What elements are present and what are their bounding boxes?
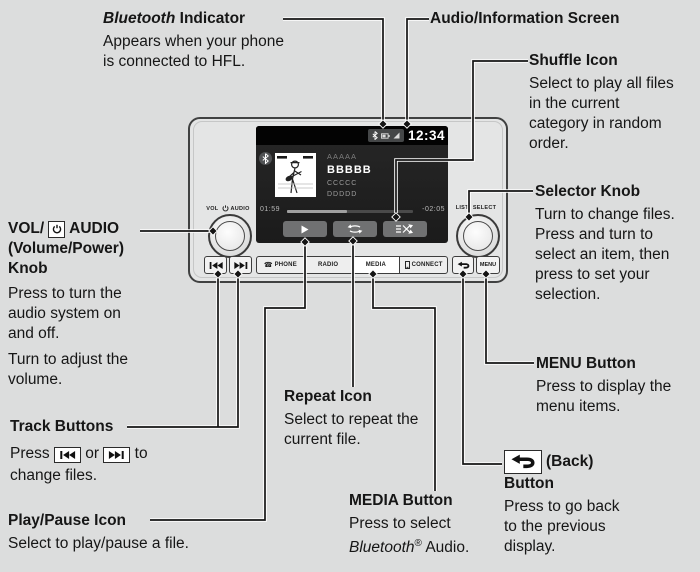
callout-media-button: MEDIA Button Press to select Bluetooth® … [349, 491, 501, 558]
lead-menu-button [485, 278, 534, 364]
radio-button[interactable]: RADIO [303, 257, 352, 273]
lead-audio-screen [406, 18, 429, 121]
callout-body: Turn to change files. Press and turn to … [535, 206, 675, 303]
lead-bluetooth-indicator [283, 18, 384, 121]
back-icon [457, 261, 469, 269]
callout-title: Bluetooth Indicator [103, 10, 246, 27]
lead-back-button [462, 278, 502, 465]
callout-title: Shuffle Icon [529, 52, 618, 69]
callout-body: Press to display the menu items. [536, 378, 672, 415]
media-button[interactable]: MEDIA [351, 257, 400, 273]
previous-track-icon [53, 447, 81, 463]
callout-title-line2: (Volume/Power) [8, 240, 124, 257]
callout-title: VOL/ AUDIO [8, 220, 120, 238]
status-icon-pill [367, 129, 404, 142]
selector-knob[interactable] [456, 214, 500, 258]
lead-media-button [372, 278, 436, 491]
callout-title-line2: Button [504, 475, 554, 492]
clock: 12:34 [407, 128, 445, 143]
callout-body: Select to repeat the current file. [284, 411, 419, 448]
progress-fill [287, 210, 348, 213]
selector-knob-label: LIST SELECT [455, 205, 497, 211]
callout-track-buttons: Track Buttons Press or to change files. [10, 417, 180, 487]
callout-title: Audio/Information Screen [430, 10, 620, 27]
menu-button[interactable]: MENU [476, 256, 500, 274]
callout-play-pause: Play/Pause Icon Select to play/pause a f… [8, 511, 228, 554]
remaining-time: -02:05 [422, 206, 445, 213]
callout-body: Press or to change files. [10, 445, 148, 484]
phone-button[interactable]: ☎ PHONE [263, 261, 297, 269]
center-button-group: ☎ PHONE RADIO MEDIA CONNECT [256, 256, 448, 274]
track-info-line3: CCCCC [327, 180, 358, 187]
power-icon [222, 205, 229, 212]
volume-knob-label: VOL AUDIO [206, 205, 250, 212]
audio-information-screen[interactable]: 12:34 [256, 126, 448, 243]
bluetooth-indicator [259, 152, 272, 165]
next-track-button[interactable] [229, 256, 252, 274]
volume-power-knob[interactable] [208, 214, 252, 258]
play-icon [301, 225, 309, 233]
track-info: AAAAA BBBBB CCCCC DDDDD [327, 152, 372, 198]
callout-body: Appears when your phone is connected to … [103, 33, 284, 70]
repeat-button[interactable] [333, 221, 377, 237]
callout-title: Selector Knob [535, 183, 641, 200]
callout-body: Press to turn the audio system on and of… [8, 285, 122, 342]
callout-title: Track Buttons [10, 418, 114, 435]
phone-icon: ☎ [263, 261, 273, 269]
status-bar: 12:34 [256, 126, 448, 145]
signal-icon [393, 132, 400, 139]
callout-title: (Back) [504, 450, 636, 474]
callout-back-button: (Back) Button Press to go back to the pr… [504, 450, 636, 557]
callout-title: Play/Pause Icon [8, 512, 127, 529]
callout-body: Select to play/pause a file. [8, 535, 189, 552]
play-pause-button[interactable] [283, 221, 327, 237]
callout-repeat: Repeat Icon Select to repeat the current… [284, 387, 422, 450]
callout-title: Repeat Icon [284, 388, 372, 405]
next-track-icon [103, 447, 131, 463]
callout-title: MEDIA Button [349, 492, 453, 509]
callout-body: Select to play all files in the current … [529, 75, 674, 152]
back-icon [504, 450, 542, 474]
connect-button[interactable]: CONNECT [399, 257, 447, 273]
track-info-line4: DDDDD [327, 191, 358, 198]
callout-menu-button: MENU Button Press to display the menu it… [536, 354, 694, 417]
callout-bluetooth-indicator: Bluetooth Indicator Appears when your ph… [103, 9, 288, 72]
previous-track-button[interactable] [204, 256, 227, 274]
shuffle-button[interactable] [383, 221, 427, 237]
next-track-icon [233, 261, 247, 269]
progress-bar [287, 210, 413, 213]
battery-icon [381, 132, 390, 139]
track-info-line1: AAAAA [327, 152, 358, 161]
connect-phone-icon [404, 261, 410, 269]
album-art [275, 153, 316, 197]
callout-body: Press to select Bluetooth® Audio. [349, 515, 470, 557]
callout-volume-knob: VOL/ AUDIO (Volume/Power) Knob Press to … [8, 219, 148, 390]
track-info-line2: BBBBB [327, 164, 372, 176]
shuffle-icon [396, 224, 413, 234]
callout-audio-information-screen: Audio/Information Screen [430, 9, 619, 29]
callout-body2: Turn to adjust the volume. [8, 351, 129, 388]
callout-shuffle-icon: Shuffle Icon Select to play all files in… [529, 51, 674, 154]
callout-selector-knob: Selector Knob Turn to change files. Pres… [535, 182, 697, 305]
repeat-icon [347, 224, 363, 234]
callout-title-line3: Knob [8, 260, 48, 277]
callout-body: Press to go back to the previous display… [504, 498, 620, 555]
previous-track-icon [209, 261, 223, 269]
power-icon [48, 220, 66, 238]
bluetooth-icon [372, 131, 378, 140]
callout-title: MENU Button [536, 355, 636, 372]
elapsed-time: 01:59 [260, 206, 281, 213]
back-button[interactable] [452, 256, 474, 274]
